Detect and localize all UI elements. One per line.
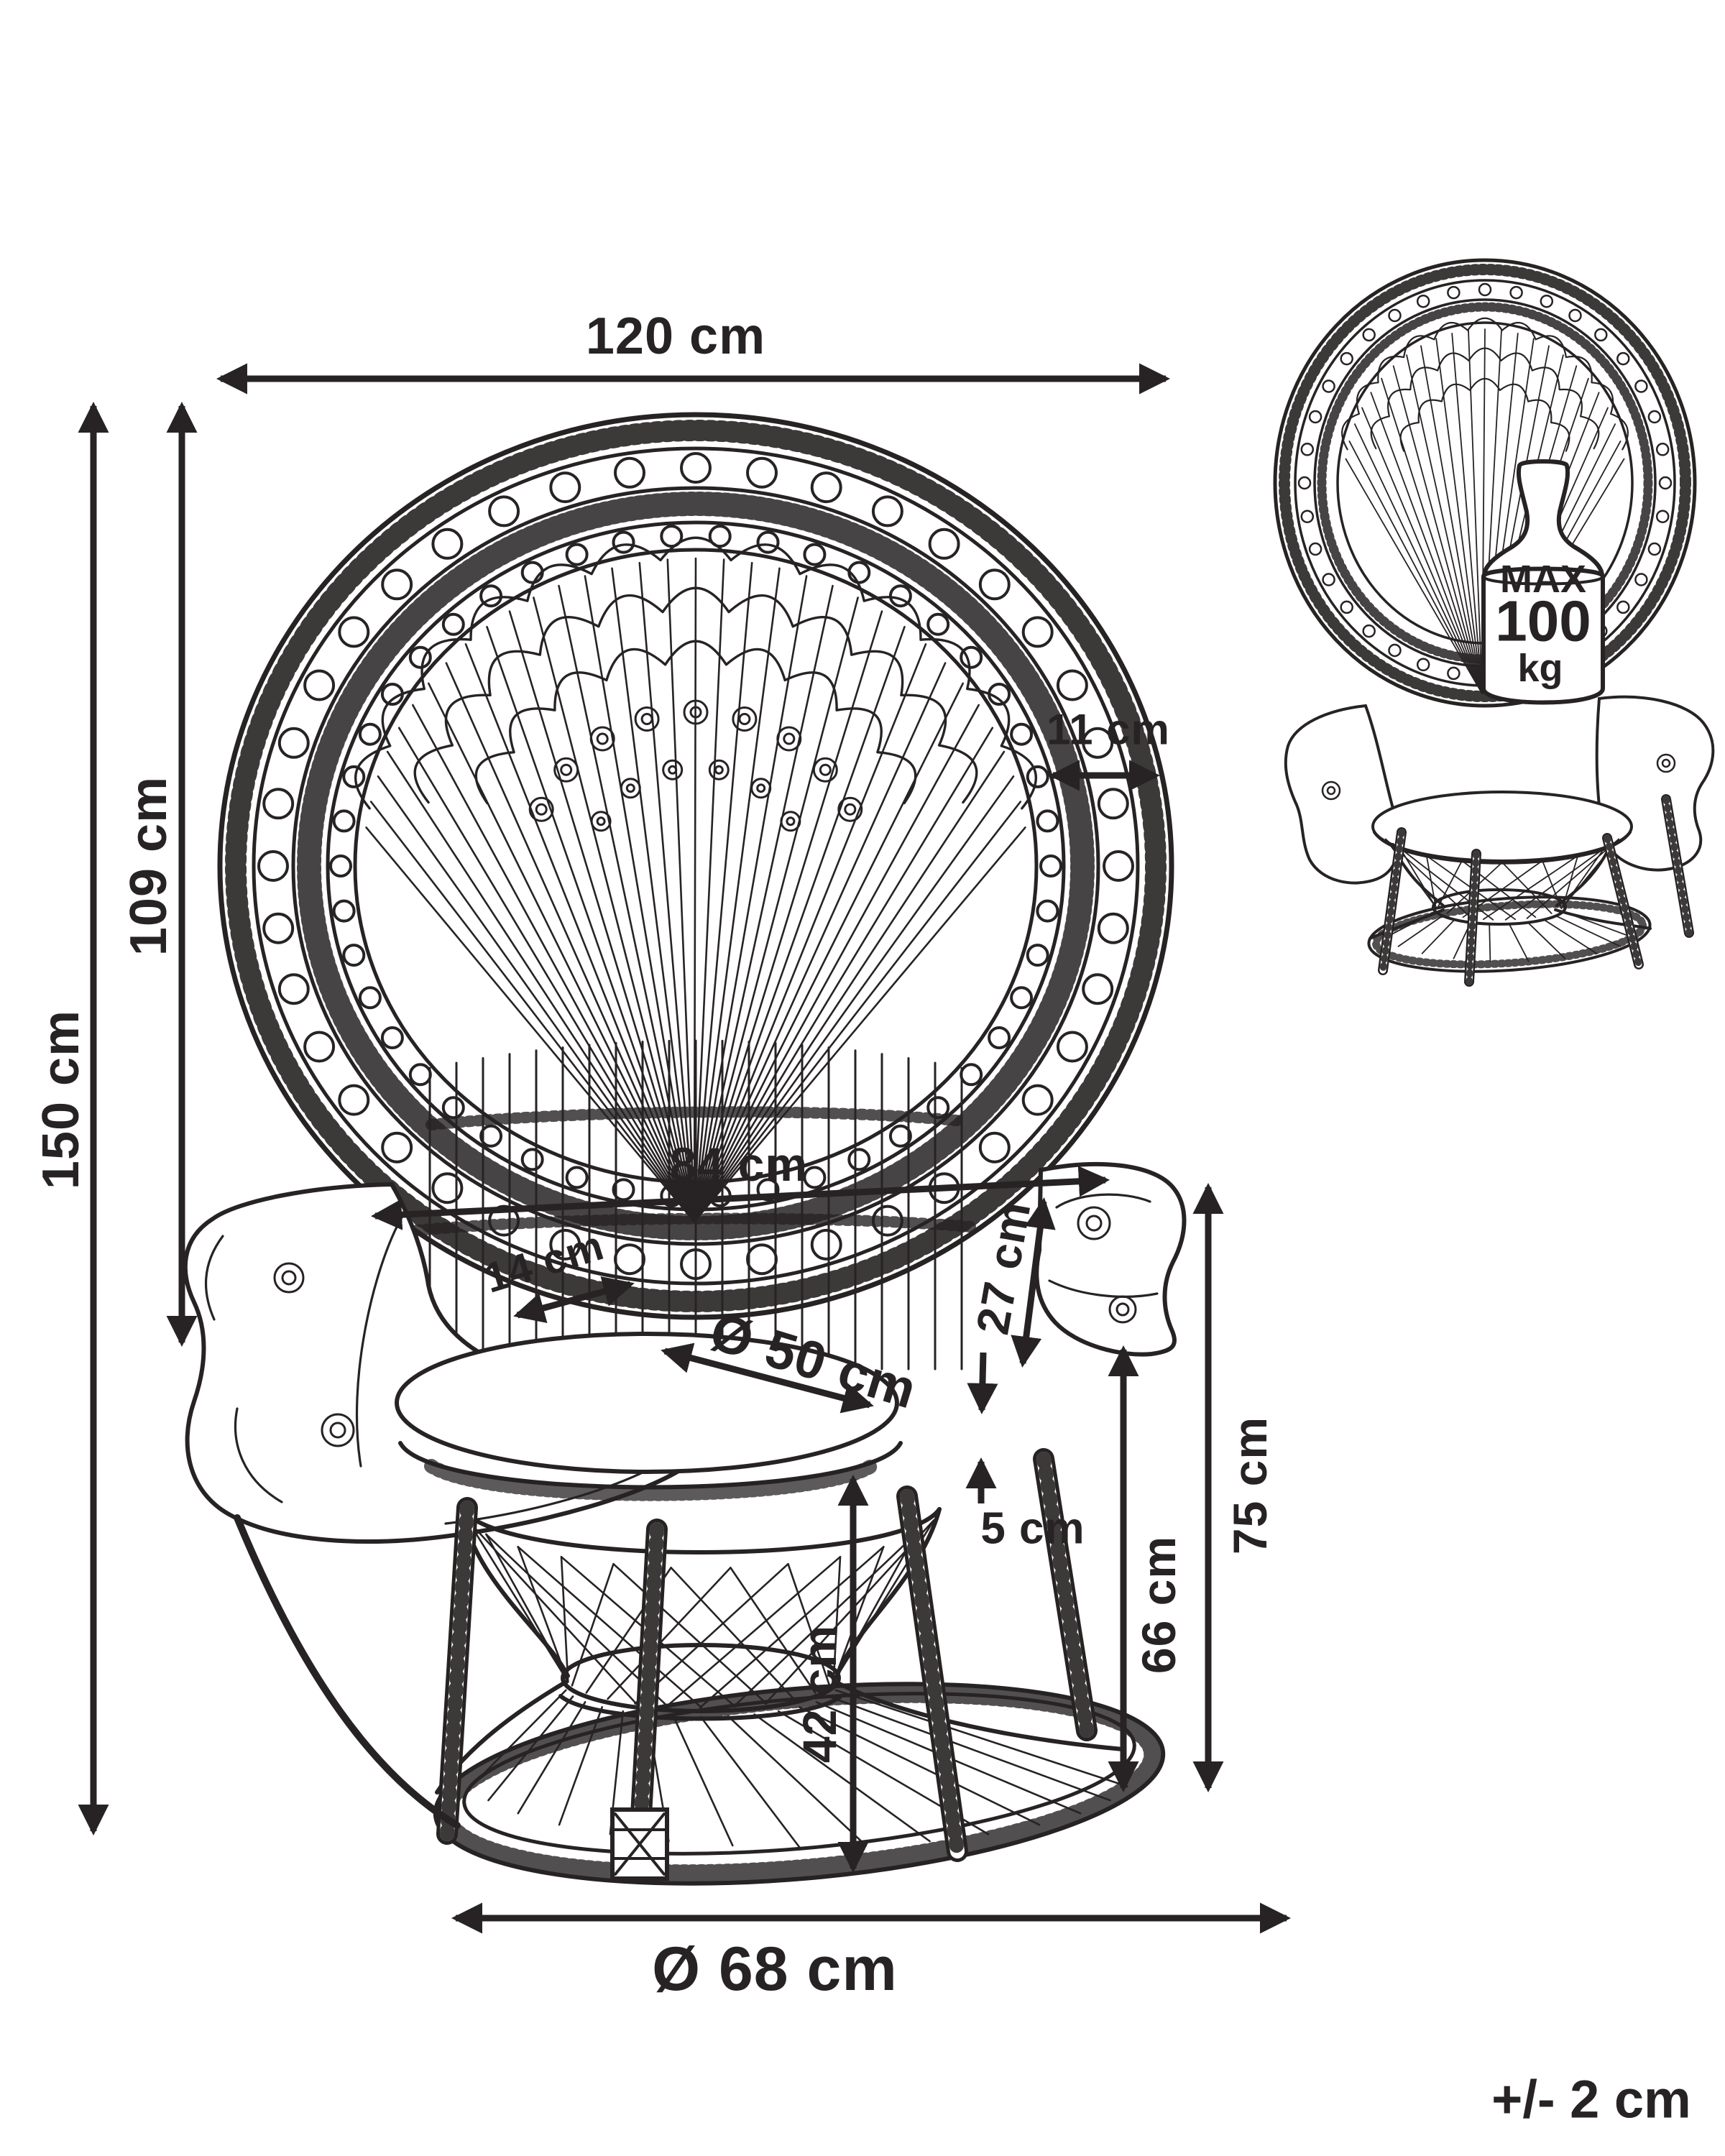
dim-cushion-thickness-label: 5 cm [980, 1504, 1085, 1554]
dim-back-rim-depth-label: 11 cm [1046, 706, 1170, 754]
dim-overall-width-label: 120 cm [586, 308, 765, 365]
chair-back-spiral-curls [528, 699, 863, 832]
dim-arm-to-floor-inner-label: 66 cm [1132, 1536, 1185, 1674]
max-load-weight-icon: MAX 100 kg [1481, 459, 1605, 705]
dim-armrest-width-arrow [513, 1276, 635, 1324]
peacock-chair-line-art [183, 412, 1187, 1886]
dim-armrest-span-arrow [370, 1166, 1110, 1230]
dim-arm-height-label: 75 cm [1223, 1416, 1276, 1554]
max-load-line1: MAX [1500, 558, 1586, 601]
dimension-arrows [78, 363, 1292, 1934]
dim-back-height-label: 109 cm [120, 776, 178, 956]
dim-overall-height-label: 150 cm [32, 1010, 90, 1189]
chair-right-armrest-wing [1034, 1161, 1187, 1357]
dim-armrest-span-label: 84 cm [670, 1138, 808, 1191]
chair-side-stretcher [234, 1514, 461, 1829]
small-chair-pedestal-weave [1384, 838, 1635, 962]
chair-pedestal-weave [466, 1519, 935, 1709]
tolerance-note: +/- 2 cm [1491, 2070, 1691, 2129]
max-load-chair-thumbnail [1273, 258, 1715, 987]
dim-backrest-above-arm-arrow [1011, 1197, 1056, 1368]
dim-seat-height-label: 42 cm [793, 1625, 846, 1763]
dim-seat-diameter-arrow [661, 1342, 874, 1414]
chair-front-leg-wrap [610, 1807, 669, 1881]
small-chair-seat-and-base [1367, 791, 1652, 973]
chair-back-feather-scallops [354, 536, 1037, 810]
small-chair-legs [1378, 794, 1694, 987]
max-load-line3: kg [1517, 647, 1563, 690]
max-load-line2: 100 [1495, 589, 1591, 653]
chair-backrest-slats [428, 1039, 963, 1370]
dim-base-diameter-label: Ø 68 cm [652, 1935, 898, 2004]
small-chair-feather-scallops [1341, 317, 1629, 452]
dim-cushion-thickness-arrow-down [967, 1352, 998, 1415]
